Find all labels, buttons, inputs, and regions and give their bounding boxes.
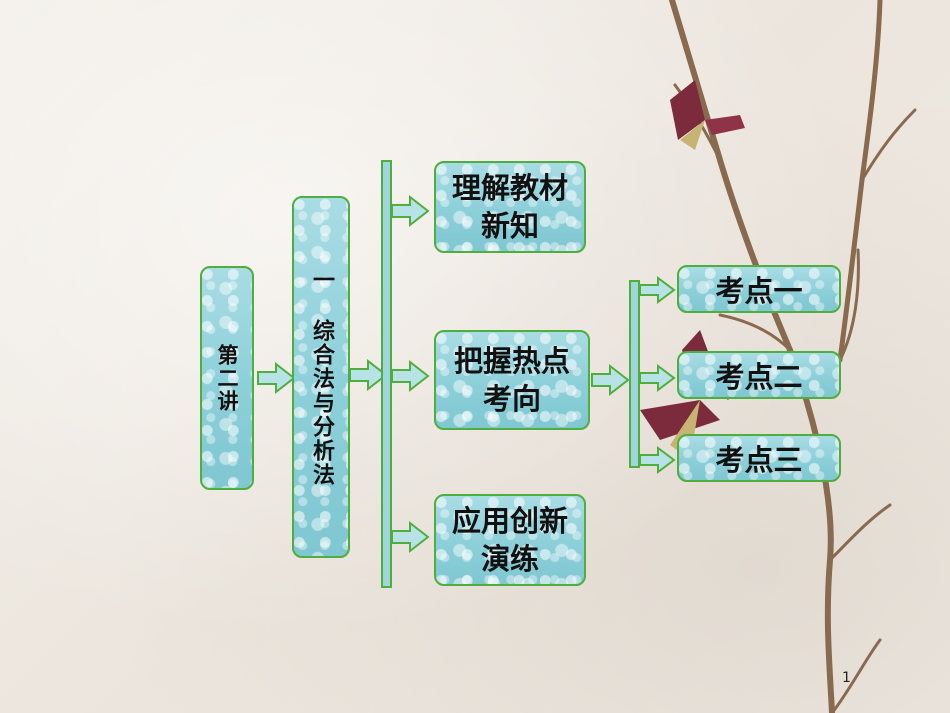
sub-branch-label-3: 考点三 — [715, 443, 803, 477]
section-label: 一 综合法与分析法 — [309, 267, 334, 487]
page-number: 1 — [842, 670, 851, 686]
arrow-to-branch-1 — [391, 196, 429, 226]
branch-understand-textbook: 理解教材新知 — [434, 161, 586, 253]
arrow-to-branch-3 — [391, 522, 429, 552]
arrow-to-branch-2 — [391, 361, 429, 391]
branch-label-3: 应用创新演练 — [451, 504, 568, 576]
arrow-branch-2-to-bar — [591, 365, 629, 395]
branch-bar-main — [381, 160, 392, 588]
branch-label-1: 理解教材新知 — [451, 171, 568, 243]
sub-branch-3: 考点三 — [677, 434, 841, 482]
branch-hot-topics: 把握热点考向 — [434, 330, 590, 430]
sub-branch-label-2: 考点二 — [715, 360, 803, 394]
arrow-to-sub-1 — [639, 277, 675, 303]
branch-practice: 应用创新演练 — [434, 494, 586, 586]
arrow-to-sub-3 — [639, 447, 675, 473]
arrow-root-to-section — [257, 363, 295, 393]
root-node: 第二讲 — [200, 266, 254, 490]
root-label: 第二讲 — [215, 343, 239, 413]
branch-bar-sub — [629, 280, 640, 468]
arrow-to-sub-2 — [639, 365, 675, 391]
section-node: 一 综合法与分析法 — [292, 196, 350, 558]
branch-label-2: 把握热点考向 — [453, 344, 570, 416]
sub-branch-label-1: 考点一 — [715, 274, 803, 308]
sub-branch-1: 考点一 — [677, 265, 841, 313]
sub-branch-2: 考点二 — [677, 351, 841, 399]
